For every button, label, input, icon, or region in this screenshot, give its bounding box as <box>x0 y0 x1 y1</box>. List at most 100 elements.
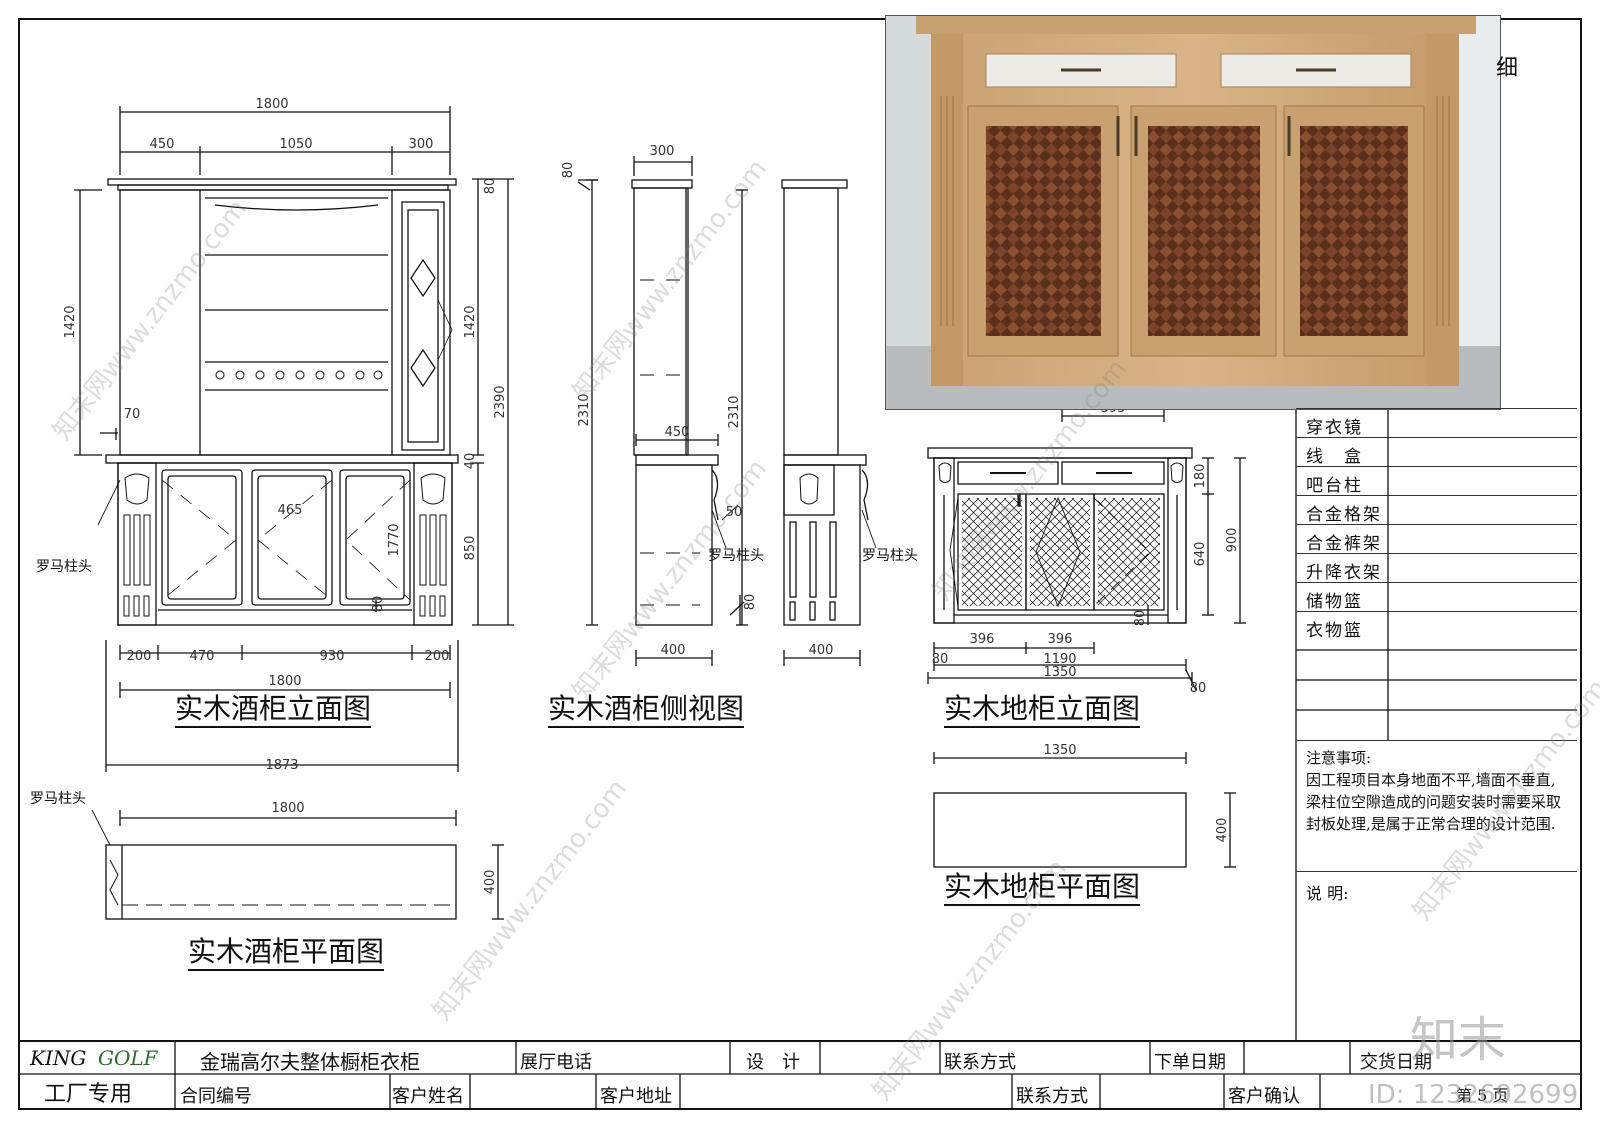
lattice-line <box>1126 498 1236 608</box>
lattice-line <box>1085 498 1195 608</box>
lattice-line <box>1130 498 1160 528</box>
lattice-line <box>1058 498 1168 608</box>
side-dim-300: 300 <box>650 144 675 159</box>
dim-1770: 1770 <box>387 523 402 556</box>
label-delivery-date: 交货日期 <box>1360 1052 1432 1073</box>
lattice-line <box>1162 498 1272 608</box>
fplan-dim-400: 400 <box>1215 818 1230 843</box>
lattice-line <box>1021 498 1022 499</box>
dim-2390: 2390 <box>493 385 508 418</box>
lattice-line <box>1167 498 1277 608</box>
title-block <box>20 1040 1580 1109</box>
lattice-line <box>967 498 1022 553</box>
lattice-line <box>976 498 1022 544</box>
lattice-line <box>1194 498 1304 608</box>
lattice-line <box>962 554 1014 606</box>
side-item-row: 升降衣架 <box>1296 553 1577 583</box>
notes-body: 因工程项目本身地面不平,墙面不垂直,梁柱位空隙造成的问题安装时需要采取封板处理,… <box>1306 771 1562 833</box>
title-floor-elevation: 实木地柜立面图 <box>944 692 1141 728</box>
lattice-line <box>1030 498 1084 552</box>
lattice-line <box>1040 498 1150 608</box>
lattice-line <box>1090 498 1200 608</box>
notes-box: 注意事项: 因工程项目本身地面不平,墙面不垂直,梁柱位空隙造成的问题安装时需要采… <box>1296 740 1577 872</box>
lattice-line <box>1030 581 1055 606</box>
plan-dim-400: 400 <box>483 870 498 895</box>
lattice-line <box>962 508 1022 570</box>
lattice-line <box>962 526 1022 588</box>
lattice-line <box>1114 560 1160 606</box>
lattice-line <box>962 499 1022 561</box>
lattice-line <box>1055 571 1090 606</box>
lattice-line <box>962 498 998 534</box>
side-item-row: 线 盒 <box>1296 437 1577 467</box>
lattice-line <box>1030 572 1064 606</box>
title-wine-plan: 实木酒柜平面图 <box>188 935 385 971</box>
dim-1050: 1050 <box>279 137 312 152</box>
side-dim-80b: 80 <box>743 594 758 611</box>
lattice-line <box>1040 498 1150 608</box>
lattice-line <box>1098 498 1143 543</box>
side-item-row: 合金格架 <box>1296 495 1577 525</box>
dim-70: 70 <box>124 407 141 422</box>
lattice-line <box>1022 498 1132 608</box>
lattice-line <box>962 517 1022 579</box>
lattice-line <box>1167 498 1277 608</box>
lattice-line <box>1053 498 1090 535</box>
floor-dim-900: 900 <box>1225 528 1240 553</box>
plan-dim-1800: 1800 <box>271 801 304 816</box>
dim-850: 850 <box>463 536 478 561</box>
lattice-line <box>1031 498 1141 608</box>
side-dim-450: 450 <box>665 425 690 440</box>
lattice-line <box>1139 498 1160 519</box>
dim-470: 470 <box>190 649 215 664</box>
cabinet-photo-image <box>886 16 1500 409</box>
lattice-line <box>1030 508 1090 570</box>
floor-dim-396a: 396 <box>970 632 995 647</box>
dim-1800-b: 1800 <box>268 674 301 689</box>
lattice-line <box>1098 581 1123 606</box>
lattice-line <box>1049 498 1159 608</box>
side-item-label: 合金裤架 <box>1306 534 1382 554</box>
notes-heading: 注意事项: <box>1306 749 1372 767</box>
wine-cabinet-elevation <box>74 106 514 772</box>
lattice-line <box>1130 498 1240 608</box>
floor-cabinet-elevation <box>927 410 1304 691</box>
label-client-confirm: 客户确认 <box>1228 1086 1300 1107</box>
floor-dim-640: 640 <box>1193 542 1208 567</box>
dim-200a: 200 <box>127 649 152 664</box>
callout-roman-capital-elev: 罗马柱头 <box>36 559 92 575</box>
lattice-line <box>1082 598 1090 606</box>
floor-dim-1350: 1350 <box>1043 665 1076 680</box>
lattice-line <box>1098 498 1134 534</box>
dim-1800: 1800 <box>255 97 288 112</box>
label-contact-b: 联系方式 <box>1016 1086 1088 1107</box>
side-dim-50: 50 <box>726 505 743 520</box>
lattice-line <box>962 498 1016 552</box>
label-contact-a: 联系方式 <box>944 1052 1016 1073</box>
lattice-line <box>996 580 1022 606</box>
lattice-line <box>1058 498 1168 608</box>
lattice-line <box>1076 498 1186 608</box>
side-dim-2310b: 2310 <box>727 395 742 428</box>
side-dim-80: 80 <box>561 162 576 179</box>
lattice-line <box>1030 498 1057 525</box>
lattice-line <box>1064 580 1090 606</box>
dim-1420-left: 1420 <box>63 305 78 338</box>
lattice-line <box>962 544 1022 606</box>
lattice-line <box>1067 498 1177 608</box>
lattice-line <box>1030 526 1090 588</box>
lattice-line <box>1098 563 1141 606</box>
wine-cabinet-plan <box>91 809 504 920</box>
lattice-line <box>1098 572 1132 606</box>
lattice-line <box>1105 551 1160 606</box>
side-item-row: 穿衣镜 <box>1296 408 1577 438</box>
floor-cabinet-plan <box>933 752 1236 868</box>
lattice-line <box>1126 498 1236 608</box>
floor-dim-80c: 80 <box>1133 610 1148 627</box>
watermark-id: ID: 1232692699 <box>1368 1080 1579 1110</box>
title-wine-elevation: 实木酒柜立面图 <box>175 692 372 728</box>
lattice-line <box>1098 498 1160 561</box>
lattice-line <box>1035 498 1090 553</box>
